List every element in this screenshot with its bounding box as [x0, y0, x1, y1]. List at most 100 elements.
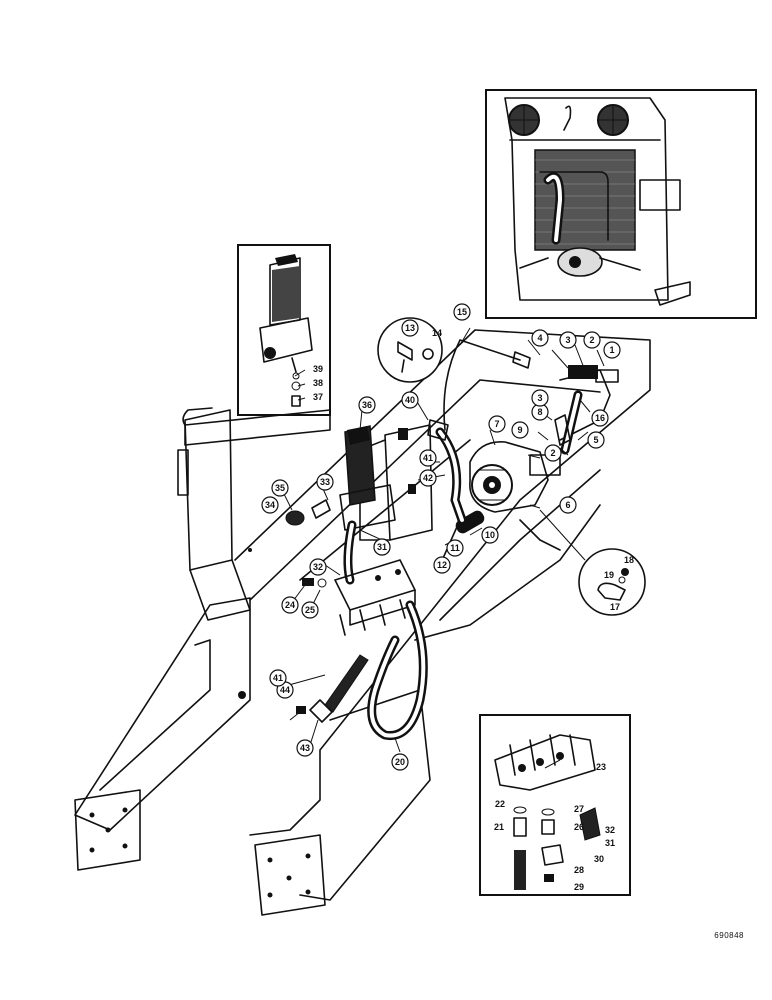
callout-number: 8	[537, 407, 542, 417]
callout-circle	[481, 526, 499, 544]
callout-number: 42	[423, 473, 433, 483]
filter-inset	[237, 244, 331, 416]
callout-35: 35	[271, 479, 289, 497]
callout-32: 32	[309, 558, 327, 576]
callout-circle	[419, 449, 437, 467]
callout-circle	[583, 331, 601, 349]
callout-number: 33	[320, 477, 330, 487]
callout-15: 15	[453, 303, 471, 321]
callout-circle	[401, 391, 419, 409]
callout-circle	[401, 319, 419, 337]
callout-number: 1	[609, 345, 614, 355]
part-label-29: 29	[574, 882, 584, 892]
callout-circle	[358, 396, 376, 414]
callout-number: 4	[537, 333, 542, 343]
callout-11: 11	[446, 539, 464, 557]
callout-number: 7	[494, 419, 499, 429]
callout-number: 9	[517, 425, 522, 435]
callout-16: 16	[591, 409, 609, 427]
callout-circle	[544, 444, 562, 462]
callout-number: 16	[595, 413, 605, 423]
callout-circle	[511, 421, 529, 439]
callout-36: 36	[358, 396, 376, 414]
callout-number: 2	[550, 448, 555, 458]
part-label-17: 17	[610, 602, 620, 612]
callout-number: 36	[362, 400, 372, 410]
radiator-inset	[485, 89, 757, 319]
callout-number: 25	[305, 605, 315, 615]
callout-number: 43	[300, 743, 310, 753]
callout-7: 7	[488, 415, 506, 433]
callout-circle	[301, 601, 319, 619]
callout-number: 5	[593, 435, 598, 445]
callout-41-repeat: 41	[269, 669, 287, 687]
callout-number: 2	[589, 335, 594, 345]
callout-number: 34	[265, 500, 275, 510]
part-label-26: 26	[574, 822, 584, 832]
callout-circle	[261, 496, 279, 514]
part-label-18: 18	[624, 555, 634, 565]
part-label-28: 28	[574, 865, 584, 875]
callout-circle	[309, 558, 327, 576]
callout-circle	[559, 496, 577, 514]
callout-34: 34	[261, 496, 279, 514]
part-label-32: 32	[605, 825, 615, 835]
part-label-22: 22	[495, 799, 505, 809]
callout-42: 42	[419, 469, 437, 487]
callout-circle	[316, 473, 334, 491]
callout-number: 31	[377, 542, 387, 552]
callout-1: 1	[603, 341, 621, 359]
callout-circle	[391, 753, 409, 771]
part-label-37: 37	[313, 392, 323, 402]
callout-43: 43	[296, 739, 314, 757]
callout-3: 3	[559, 331, 577, 349]
callout-number: 41	[273, 673, 283, 683]
part-label-39: 39	[313, 364, 323, 374]
part-label-23: 23	[596, 762, 606, 772]
part-label-38: 38	[313, 378, 323, 388]
callout-2-repeat: 2	[544, 444, 562, 462]
valve-detail-inset	[479, 714, 631, 896]
callout-number: 15	[457, 307, 467, 317]
callout-number: 44	[280, 685, 290, 695]
callout-33: 33	[316, 473, 334, 491]
callout-layer: 1234567891011121315162024253132333435364…	[261, 303, 621, 771]
callout-40: 40	[401, 391, 419, 409]
callout-4: 4	[531, 329, 549, 347]
callout-9: 9	[511, 421, 529, 439]
part-label-30: 30	[594, 854, 604, 864]
callout-circle	[531, 329, 549, 347]
callout-5: 5	[587, 431, 605, 449]
callout-number: 20	[395, 757, 405, 767]
callout-circle	[433, 556, 451, 574]
part-label-14: 14	[432, 328, 442, 338]
callout-circle	[531, 389, 549, 407]
clip-inset	[539, 509, 646, 616]
callout-41: 41	[419, 449, 437, 467]
part-label-19: 19	[604, 570, 614, 580]
callout-number: 41	[423, 453, 433, 463]
callout-circle	[488, 415, 506, 433]
callout-circle	[269, 669, 287, 687]
callout-circle	[453, 303, 471, 321]
control-valve	[285, 428, 428, 741]
pump-assembly	[414, 339, 619, 641]
callout-circle	[603, 341, 621, 359]
callout-20: 20	[391, 753, 409, 771]
callout-number: 3	[565, 335, 570, 345]
callout-25: 25	[301, 601, 319, 619]
filter-mounted	[339, 425, 396, 585]
fitting-inset-13-14	[377, 317, 443, 383]
callout-6: 6	[559, 496, 577, 514]
callout-circle	[296, 739, 314, 757]
part-label-31: 31	[605, 838, 615, 848]
callout-13: 13	[401, 319, 419, 337]
callout-circle	[559, 331, 577, 349]
callout-number: 24	[285, 600, 295, 610]
callout-number: 13	[405, 323, 415, 333]
callout-circle	[419, 469, 437, 487]
callout-number: 10	[485, 530, 495, 540]
part-label-27: 27	[574, 804, 584, 814]
callout-12: 12	[433, 556, 451, 574]
